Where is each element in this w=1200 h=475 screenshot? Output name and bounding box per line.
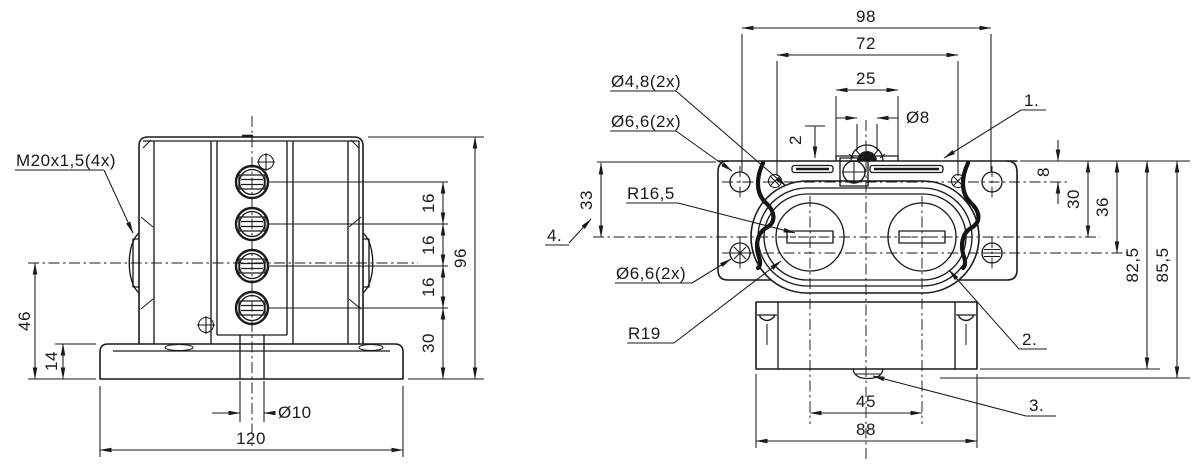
dim-72-text: 72 [856,34,876,53]
front-view-body [138,134,448,345]
pilot-hole [197,316,215,334]
dim-120-text: 120 [236,429,266,448]
callout-2-text: 2. [1022,330,1037,349]
lower-housing [755,301,978,380]
dim-96: 96 [368,136,484,380]
dim-25-text: 25 [856,69,876,88]
dim-14-text: 14 [42,351,61,371]
dim-16c-text: 16 [419,277,438,297]
dim-30-text: 30 [419,333,438,353]
dim-82-5: 82,5 [1123,160,1150,370]
bore-left [775,202,845,272]
dim-88: 88 [755,420,978,444]
tab-hole [981,171,1003,193]
cable-gland-right [362,232,374,294]
dim-72: 72 [776,34,959,58]
screw-terminal [234,206,270,242]
dim-85-5-text: 85,5 [1153,247,1172,282]
screw-terminal [234,290,270,326]
dim-chain-terminals: 16 16 16 30 [419,181,446,380]
tab-screw [981,242,1003,264]
label-r165: R16,5 [626,184,796,234]
label-d66-top-text: Ø6,6(2x) [611,112,681,131]
dim-120: 120 [99,386,404,457]
dim-30-top: 30 [1064,160,1091,238]
callout-4: 4. [545,218,592,246]
dim-d8-text: Ø8 [906,108,930,127]
dim-d10: Ø10 [212,381,312,422]
label-r19: R19 [627,260,782,344]
dim-45-text: 45 [856,392,876,411]
dim-46-text: 46 [15,311,34,331]
callout-3-text: 3. [1029,396,1044,415]
front-view: M20x1,5(4x) 46 14 16 16 16 30 [15,116,484,457]
callout-2: 2. [948,269,1047,350]
dim-16b-text: 16 [419,235,438,255]
callout-4-text: 4. [547,226,562,245]
label-r19-text: R19 [628,324,661,343]
screw-terminal [234,248,270,284]
callout-1-text: 1. [1024,91,1039,110]
dim-36: 36 [1093,160,1120,254]
dim-33: 33 [577,162,604,238]
ground-terminal-dome [835,144,899,162]
tab-hole [729,171,751,193]
bottom-snap-tab [852,368,884,380]
callout-1: 1. [943,91,1046,159]
mounting-plate [717,157,1018,281]
dim-36-text: 36 [1093,197,1112,217]
label-d66-top: Ø6,6(2x) [610,112,733,172]
dim-45: 45 [809,392,923,416]
screw-terminal [234,164,270,200]
base-flange [99,335,404,380]
label-r165-text: R16,5 [627,184,675,203]
top-view-extension-lines [597,34,1190,448]
dim-96-text: 96 [451,248,470,268]
retaining-clip [754,160,776,271]
dim-88-text: 88 [856,420,876,439]
label-d66-bottom-text: Ø6,6(2x) [616,264,686,283]
label-d66-bottom: Ø6,6(2x) [615,258,732,284]
cover-oval [750,180,980,294]
cable-gland-left [128,232,140,294]
dim-d8: Ø8 [836,108,930,127]
dim-30-top-text: 30 [1064,189,1083,209]
callout-3: 3. [872,375,1056,417]
label-d48: Ø4,8(2x) [610,72,787,187]
dim-16a-text: 16 [419,193,438,213]
m20-label-text: M20x1,5(4x) [16,151,116,170]
dim-25: 25 [835,69,899,93]
dim-98-text: 98 [856,7,876,26]
top-view: 98 72 25 Ø8 2 33 8 30 [545,7,1190,460]
dim-d10-text: Ø10 [278,403,312,422]
dim-2-text: 2 [786,135,805,145]
label-d48-text: Ø4,8(2x) [611,72,681,91]
dim-85-5: 85,5 [1153,160,1180,379]
tab-screw [729,242,751,264]
dim-33-text: 33 [577,190,596,210]
terminal-screws [197,153,275,334]
dim-98: 98 [741,7,992,31]
dim-2: 2 [786,126,818,159]
dim-8-text: 8 [1034,167,1053,177]
dim-8: 8 [1034,140,1061,204]
dim-82-5-text: 82,5 [1123,247,1142,282]
bore-right [887,202,957,272]
pilot-hole [257,153,275,171]
label-m20-thread: M20x1,5(4x) [15,151,134,234]
dim-14: 14 [42,343,96,380]
